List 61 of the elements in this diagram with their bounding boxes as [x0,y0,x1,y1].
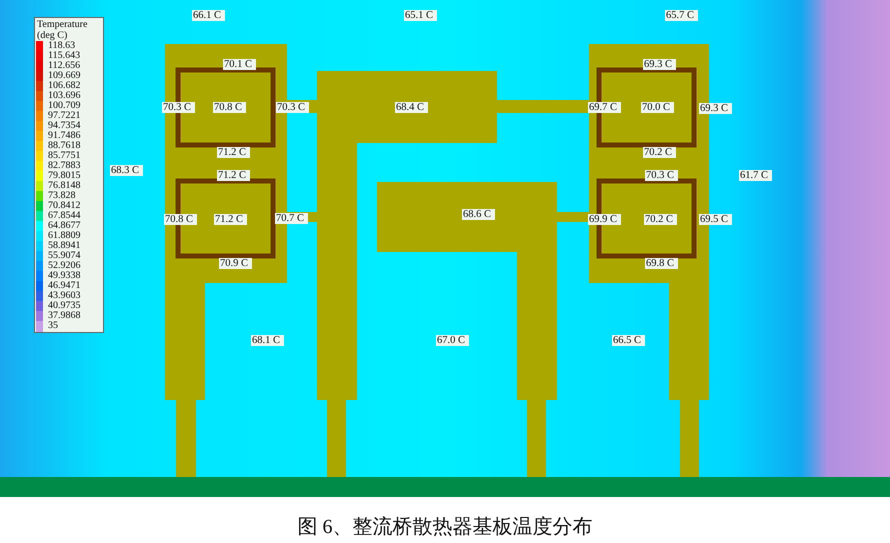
legend-value: 79.8015 [48,171,80,181]
temperature-label: 69.9 C [588,214,622,225]
temperature-label: 66.5 C [612,335,646,346]
temperature-label: 70.8 C [213,102,246,113]
legend-value: 109.669 [48,71,80,81]
temperature-label: 69.7 C [588,102,622,113]
temperature-label: 68.6 C [462,209,496,220]
temperature-label: 70.3 C [645,170,678,181]
legend-value: 73.828 [48,191,76,201]
legend-value: 52.9206 [48,261,80,271]
legend-value: 97.7221 [48,111,80,121]
legend-value: 100.709 [48,101,80,111]
legend-value: 118.63 [48,41,76,51]
temperature-label: 67.0 C [436,335,470,346]
temperature-label: 68.4 C [395,102,428,113]
temperature-label: 70.2 C [644,214,678,225]
temperature-label: 61.7 C [739,170,772,181]
legend-value: 37.9868 [48,311,80,321]
legend-value: 94.7354 [48,121,80,131]
temperature-label: 71.2 C [217,147,250,158]
temperature-label: 69.3 C [699,103,732,114]
temperature-label: 69.8 C [645,258,678,269]
legend-value: 106.682 [48,81,80,91]
temperature-label: 70.8 C [164,214,198,225]
legend-value: 88.7618 [48,141,80,151]
legend-value: 76.8148 [48,181,80,191]
temperature-label: 66.1 C [192,10,226,21]
legend-value: 85.7751 [48,151,80,161]
legend-value: 103.696 [48,91,80,101]
legend-value: 35 [48,321,58,331]
temperature-label: 65.1 C [404,10,438,21]
temperature-label: 68.3 C [110,165,144,176]
legend-value: 46.9471 [48,281,80,291]
legend-value: 58.8941 [48,241,80,251]
temperature-label: 69.5 C [699,214,732,225]
temperature-label: 70.9 C [219,258,252,269]
legend-value: 82.7883 [48,161,80,171]
legend-value: 112.656 [48,61,80,71]
legend-value: 55.9074 [48,251,80,261]
legend-value: 70.8412 [48,201,80,211]
temperature-label: 70.3 C [162,102,196,113]
temperature-label: 65.7 C [665,10,698,21]
legend-value: 49.9338 [48,271,80,281]
temperature-label: 70.7 C [275,213,308,224]
legend-value: 61.8809 [48,231,80,241]
temperature-label: 71.2 C [214,214,248,225]
temperature-label: 68.1 C [251,335,284,346]
caption: 图 6、整流桥散热器基板温度分布 [298,515,592,540]
legend-value: 40.9735 [48,301,80,311]
legend-value: 67.8544 [48,211,80,221]
legend-value: 64.8677 [48,221,80,231]
legend-value: 115.643 [48,51,80,61]
temperature-label: 71.2 C [217,170,250,181]
temperature-label: 70.0 C [641,102,674,113]
temperature-label: 70.1 C [223,59,256,70]
temperature-label: 70.3 C [276,102,310,113]
temperature-label: 69.3 C [643,59,676,70]
legend-title: Temperature (deg C) [37,19,88,41]
legend-value: 91.7486 [48,131,80,141]
legend-value: 43.9603 [48,291,80,301]
temperature-label: 70.2 C [643,147,676,158]
